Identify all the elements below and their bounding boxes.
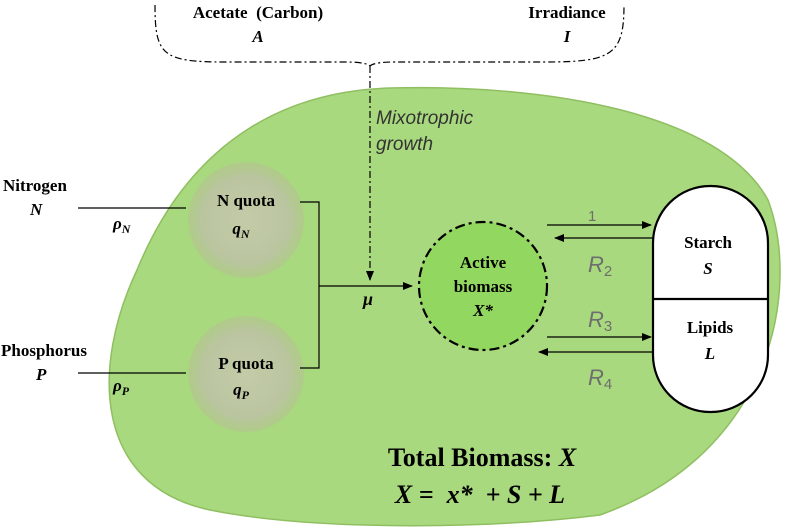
starch-label: Starch: [684, 233, 732, 252]
active-biomass-symbol: X*: [472, 301, 493, 320]
r4-label: R4: [588, 365, 612, 393]
p-quota-subscript: P: [242, 388, 250, 402]
n-quota-symbol: qN: [232, 219, 251, 241]
p-quota-symbol: qP: [233, 380, 250, 402]
total-biomass-title-text: Total Biomass:: [388, 443, 559, 472]
starch-symbol: S: [703, 259, 712, 278]
active-biomass-circle: [417, 220, 549, 352]
phosphorus-rate-symbol: ρ: [112, 376, 122, 395]
phosphorus-symbol: P: [35, 365, 47, 384]
r4-subscript: 4: [604, 376, 612, 393]
n-quota-q: q: [232, 219, 241, 238]
r2-symbol: R: [588, 252, 604, 277]
nitrogen-symbol: N: [29, 200, 43, 219]
quota-combine-bracket: [300, 201, 320, 369]
r1-subscript: 1: [588, 208, 596, 225]
lipids-symbol: L: [704, 344, 715, 363]
n-quota-subscript: N: [240, 227, 251, 241]
irradiance-label: Irradiance: [528, 3, 606, 22]
nitrogen-rate-symbol: ρ: [112, 214, 122, 233]
phosphorus-rate: ρP: [112, 376, 130, 398]
irradiance-symbol: I: [563, 27, 572, 46]
phosphorus-rate-subscript: P: [122, 384, 130, 398]
phosphorus-label: Phosphorus: [1, 341, 87, 360]
p-quota-q: q: [233, 380, 242, 399]
r2-subscript: 2: [604, 263, 612, 280]
nitrogen-rate: ρN: [112, 214, 132, 236]
r4-symbol: R: [588, 365, 604, 390]
active-biomass-line1: Active: [460, 253, 507, 272]
acetate-label: Acetate (Carbon): [193, 3, 323, 22]
n-quota-circle: [188, 162, 304, 278]
total-biomass-title: Total Biomass: X: [388, 443, 577, 472]
r3-subscript: 3: [604, 318, 612, 335]
acetate-symbol: A: [251, 27, 263, 46]
p-quota-title: P quota: [218, 354, 274, 373]
r1-label: 1: [588, 208, 596, 225]
r3-label: R3: [588, 307, 612, 335]
total-biomass-equation: X = x* + S + L: [394, 480, 565, 509]
r2-label: R2: [588, 252, 612, 280]
n-quota-title: N quota: [217, 191, 276, 210]
nitrogen-rate-subscript: N: [121, 222, 132, 236]
mixotrophic-label-line1: Mixotrophic: [376, 108, 474, 129]
p-quota-circle: [188, 316, 304, 432]
total-biomass-title-symbol: X: [558, 443, 577, 472]
r3-symbol: R: [588, 307, 604, 332]
growth-rate-mu: μ: [362, 289, 373, 309]
lipids-label: Lipids: [687, 318, 734, 337]
mixotrophic-label-line2: growth: [376, 134, 433, 155]
active-biomass-line2: biomass: [454, 277, 513, 296]
nitrogen-label: Nitrogen: [3, 176, 67, 195]
